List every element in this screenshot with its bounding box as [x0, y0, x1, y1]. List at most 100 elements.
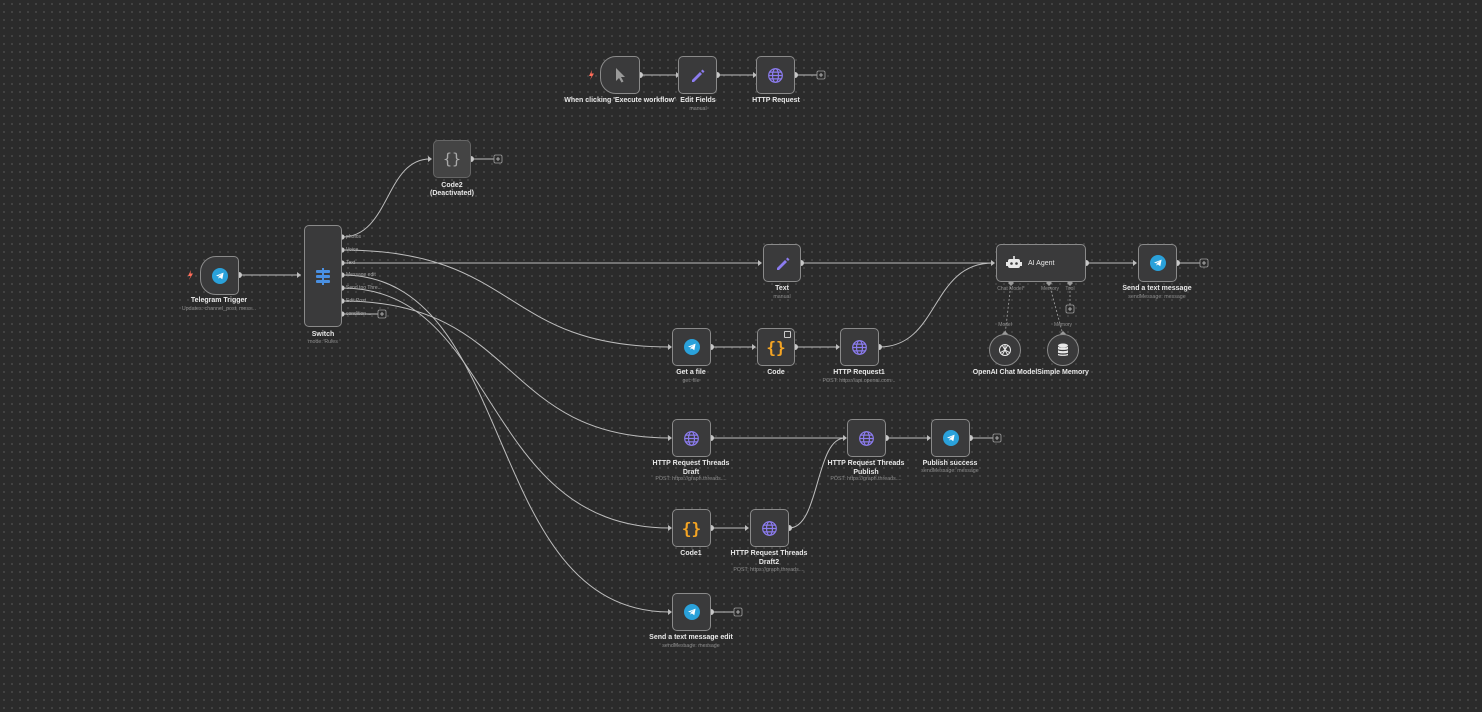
globe-icon	[684, 430, 699, 446]
braces-icon: {}	[442, 150, 462, 168]
ai-agent-node[interactable]: AI Agent	[996, 244, 1086, 282]
edit-fields-subtitle: manual	[689, 106, 707, 112]
send-text-message-edit-label: Send a text message edit	[649, 634, 733, 641]
code2-deactivated-label: (Deactivated)	[430, 190, 474, 197]
code2-label: Code2	[441, 182, 463, 189]
ai-sub-connections	[1004, 282, 1071, 336]
edge-sendtoo-to-code1[interactable]	[341, 287, 671, 529]
telegram-trigger-node[interactable]	[200, 256, 239, 295]
telegram-icon	[1149, 255, 1166, 271]
edge-photos-to-code2[interactable]	[341, 158, 431, 238]
code-label: Code	[767, 369, 785, 376]
http-threads-draft2-label: HTTP Request Threads Draft2	[730, 550, 808, 566]
telegram-icon	[942, 430, 959, 446]
text-label: Text	[775, 285, 789, 292]
simple-memory-node[interactable]	[1047, 334, 1079, 366]
http-threads-publish-subtitle: POST: https://graph.threads....	[830, 476, 902, 482]
telegram-trigger-label: Telegram Trigger	[190, 297, 248, 304]
edge-draft2-to-publish[interactable]	[788, 437, 846, 529]
text-node[interactable]	[763, 244, 801, 282]
globe-icon	[762, 520, 777, 536]
bolt-icon	[589, 70, 594, 80]
manual-trigger-node[interactable]	[600, 56, 640, 94]
http-threads-draft2-subtitle: POST: https://graph.threads....	[733, 567, 805, 573]
http-threads-draft-label: HTTP Request Threads Draft	[652, 460, 730, 476]
text-subtitle: manual	[773, 294, 791, 300]
ai-agent-port-memory: Memory	[1040, 286, 1060, 292]
pin-icon	[784, 331, 791, 338]
publish-success-subtitle: sendMessage: message	[921, 468, 979, 474]
ai-agent-label: AI Agent	[1028, 259, 1055, 267]
send-text-message-label: Send a text message	[1122, 285, 1192, 292]
switch-output-message-edit: Message edit	[346, 272, 376, 278]
code1-node[interactable]: {}	[672, 509, 711, 547]
code2-node[interactable]: {}	[433, 140, 471, 178]
edge-voice-to-getfile[interactable]	[341, 249, 671, 348]
send-text-message-subtitle: sendMessage: message	[1128, 294, 1186, 300]
edge-http1-to-agent[interactable]	[878, 262, 994, 348]
telegram-trigger-subtitle: Updates: channel_post, mess...	[181, 306, 257, 312]
globe-icon	[859, 430, 874, 446]
switch-output-photos: photos	[346, 234, 362, 240]
bolt-icon	[188, 270, 193, 280]
braces-icon: {}	[766, 337, 786, 357]
edge-memory-to-agent[interactable]	[1048, 282, 1064, 336]
send-text-message-node[interactable]	[1138, 244, 1177, 282]
code1-label: Code1	[680, 550, 702, 557]
switch-label: Switch	[311, 331, 335, 338]
code-node[interactable]: {}	[757, 328, 795, 366]
globe-icon	[768, 67, 783, 83]
plus-glyphs	[380, 73, 1206, 614]
telegram-icon	[211, 267, 228, 284]
http-threads-draft-subtitle: POST: https://graph.threads....	[655, 476, 727, 482]
publish-success-label: Publish success	[922, 460, 978, 467]
telegram-icon	[683, 339, 700, 355]
connections	[239, 74, 1200, 613]
manual-trigger-label: When clicking 'Execute workflow'	[564, 97, 676, 104]
switch-output-edit-post: Edit Post	[346, 298, 367, 304]
get-file-label: Get a file	[676, 369, 706, 376]
switch-output-text: Text	[346, 260, 356, 266]
cursor-icon	[616, 68, 625, 83]
get-file-node[interactable]	[672, 328, 711, 366]
http-threads-draft2-node[interactable]	[750, 509, 789, 547]
http-request-node[interactable]	[756, 56, 795, 94]
openai-model-port-label: Model	[998, 322, 1012, 328]
switch-output-send-too-threads: Send too Thre...	[346, 285, 382, 291]
edge-editpost-to-threadsdraft[interactable]	[341, 300, 671, 439]
edge-model-to-agent[interactable]	[1004, 282, 1012, 336]
openai-icon	[999, 344, 1011, 356]
ai-agent-port-tool: Tool	[1065, 286, 1075, 292]
http-request-label: HTTP Request	[752, 97, 800, 104]
database-icon	[1058, 343, 1068, 356]
bolt-icons	[188, 70, 594, 280]
http-threads-publish-label: HTTP Request Threads Publish	[827, 460, 905, 476]
switch-output-condition: condition ...	[346, 311, 372, 317]
http-request1-node[interactable]	[840, 328, 879, 366]
http-threads-publish-node[interactable]	[847, 419, 886, 457]
http-request1-subtitle: POST: https://api.openai.com...	[822, 378, 896, 384]
ai-agent-port-chat-model: Chat Model*	[997, 286, 1025, 292]
pencil-icon	[776, 257, 789, 270]
braces-icon: {}	[681, 518, 702, 538]
globe-icon	[852, 339, 867, 355]
switch-subtitle: mode: Rules	[308, 339, 338, 345]
edit-fields-label: Edit Fields	[680, 97, 716, 104]
send-text-message-edit-node[interactable]	[672, 593, 711, 631]
http-request1-label: HTTP Request1	[833, 369, 885, 376]
http-threads-draft-node[interactable]	[672, 419, 711, 457]
edit-fields-node[interactable]	[678, 56, 717, 94]
pencil-icon	[692, 69, 705, 82]
simple-memory-label: Simple Memory	[1037, 369, 1089, 376]
telegram-icon	[683, 604, 700, 620]
switch-output-voice: Voice	[346, 247, 359, 253]
robot-icon	[1006, 256, 1022, 268]
switch-node[interactable]	[304, 225, 342, 327]
simple-memory-port-label: Memory	[1053, 322, 1073, 328]
edge-msgedit-to-sendedit[interactable]	[341, 274, 671, 613]
openai-chat-model-node[interactable]	[989, 334, 1021, 366]
openai-chat-model-label: OpenAI Chat Model	[972, 369, 1038, 376]
publish-success-node[interactable]	[931, 419, 970, 457]
send-text-message-edit-subtitle: sendMessage: message	[662, 643, 720, 649]
